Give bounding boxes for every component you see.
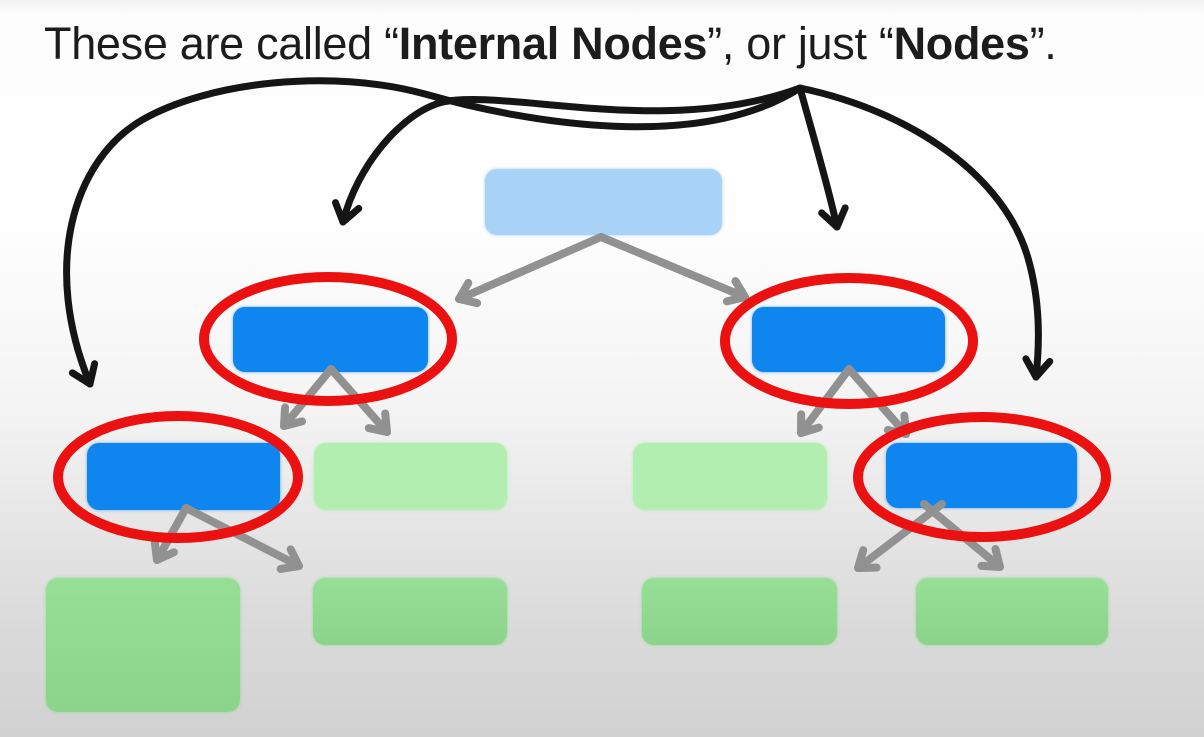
node-internal-level2-right [752,307,945,372]
highlight-ellipse-l3-right [853,412,1111,542]
node-leaf-bottom-4 [916,578,1108,645]
annotation-arrow-to-l2-left [331,84,804,226]
annotation-arrow-to-l3-left [63,77,804,388]
edge-root-to-l2-left [455,233,605,308]
highlight-ellipse-l2-left [199,272,457,406]
edge-root-to-l2-right [597,233,749,306]
title-part-3: ”, or just “ [707,18,894,69]
node-internal-level2-left [233,307,428,372]
node-root [485,169,722,235]
node-leaf-level3-left [314,443,507,510]
page-title: These are called “Internal Nodes”, or ju… [44,20,1174,67]
highlight-ellipse-l2-right [720,273,978,409]
node-internal-level3-left [87,443,280,510]
highlight-ellipse-l3-left [53,411,303,543]
node-leaf-bottom-2 [313,578,507,645]
annotation-arrow-to-l3-right [796,84,1054,381]
node-leaf-bottom-big [46,578,240,712]
title-part-nodes: Nodes [893,18,1030,69]
title-part-internal-nodes: Internal Nodes [398,18,708,69]
node-leaf-level3-right [633,443,827,510]
title-part-5: ”. [1029,18,1057,69]
node-leaf-bottom-3 [642,578,837,645]
annotation-arrow-to-l2-right [796,84,849,231]
edge-l3right-to-leaf-3 [854,500,946,572]
edge-l3left-to-leaf-2 [182,504,303,573]
node-internal-level3-right [886,443,1077,508]
title-part-1: These are called “ [44,18,399,69]
